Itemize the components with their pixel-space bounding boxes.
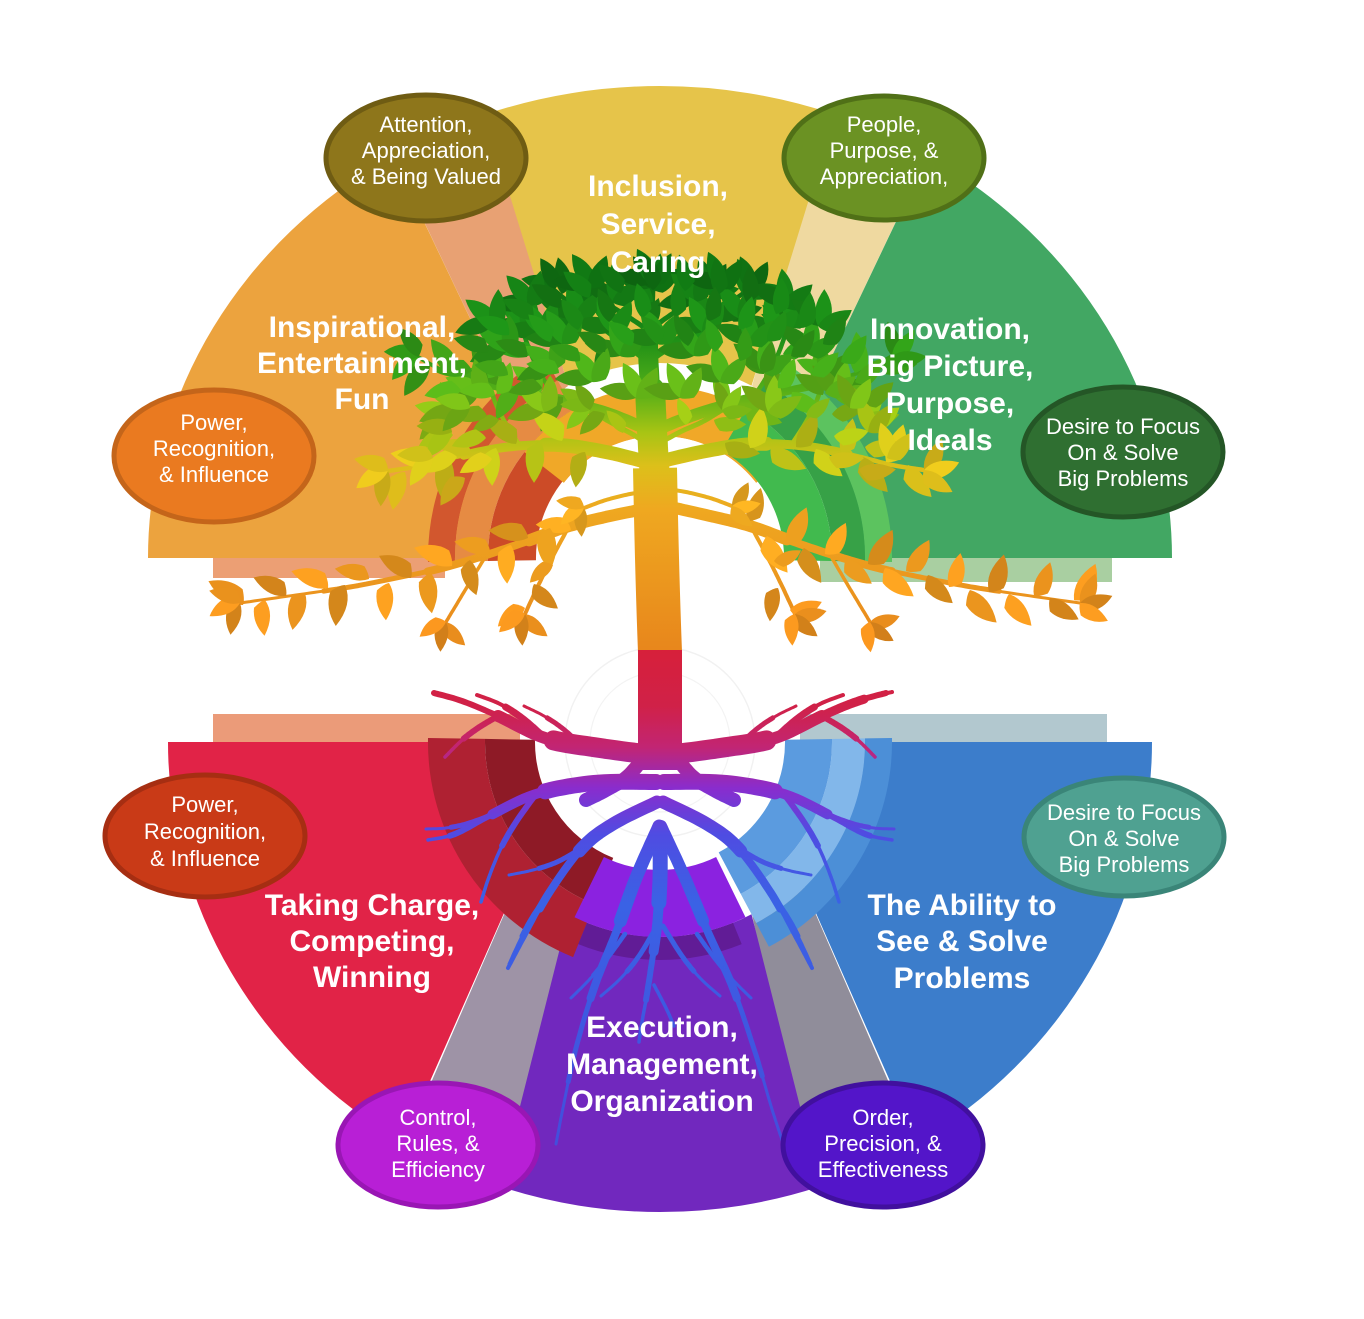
svg-text:Organization: Organization: [570, 1085, 753, 1118]
svg-text:Precision, &: Precision, &: [824, 1131, 942, 1156]
svg-text:Entertainment,: Entertainment,: [257, 347, 467, 380]
svg-text:Big Picture,: Big Picture,: [867, 350, 1034, 383]
svg-text:Fun: Fun: [335, 383, 390, 416]
svg-text:On & Solve: On & Solve: [1067, 440, 1178, 465]
svg-text:People,: People,: [847, 112, 922, 137]
svg-text:Ideals: Ideals: [907, 424, 992, 457]
svg-text:Winning: Winning: [313, 961, 431, 994]
svg-text:& Influence: & Influence: [150, 846, 260, 871]
svg-text:Attention,: Attention,: [380, 112, 473, 137]
svg-text:Big Problems: Big Problems: [1059, 852, 1190, 877]
svg-text:Power,: Power,: [171, 792, 238, 817]
svg-text:Desire to Focus: Desire to Focus: [1046, 414, 1200, 439]
svg-text:Execution,: Execution,: [586, 1011, 738, 1044]
svg-text:Appreciation,: Appreciation,: [820, 164, 948, 189]
svg-text:Power,: Power,: [180, 410, 247, 435]
svg-text:& Influence: & Influence: [159, 462, 269, 487]
svg-text:On & Solve: On & Solve: [1068, 826, 1179, 851]
svg-text:Control,: Control,: [399, 1105, 476, 1130]
svg-text:Purpose, &: Purpose, &: [830, 138, 939, 163]
svg-text:Effectiveness: Effectiveness: [818, 1157, 948, 1182]
svg-text:Recognition,: Recognition,: [144, 819, 266, 844]
svg-text:Management,: Management,: [566, 1048, 758, 1081]
svg-text:Rules, &: Rules, &: [396, 1131, 479, 1156]
svg-text:Big Problems: Big Problems: [1058, 466, 1189, 491]
svg-text:Inclusion,: Inclusion,: [588, 170, 728, 203]
svg-text:Caring: Caring: [610, 246, 705, 279]
svg-text:See & Solve: See & Solve: [876, 925, 1048, 958]
svg-text:Desire to Focus: Desire to Focus: [1047, 800, 1201, 825]
svg-text:Order,: Order,: [852, 1105, 913, 1130]
svg-text:Problems: Problems: [894, 962, 1031, 995]
svg-text:Inspirational,: Inspirational,: [269, 311, 456, 344]
svg-text:Recognition,: Recognition,: [153, 436, 275, 461]
svg-text:Purpose,: Purpose,: [886, 387, 1014, 420]
svg-text:Competing,: Competing,: [290, 925, 455, 958]
svg-text:Efficiency: Efficiency: [391, 1157, 485, 1182]
svg-text:The Ability to: The Ability to: [868, 889, 1057, 922]
svg-text:& Being Valued: & Being Valued: [351, 164, 501, 189]
svg-text:Taking Charge,: Taking Charge,: [265, 889, 479, 922]
svg-text:Service,: Service,: [600, 208, 715, 241]
svg-text:Innovation,: Innovation,: [870, 313, 1030, 346]
svg-text:Appreciation,: Appreciation,: [362, 138, 490, 163]
